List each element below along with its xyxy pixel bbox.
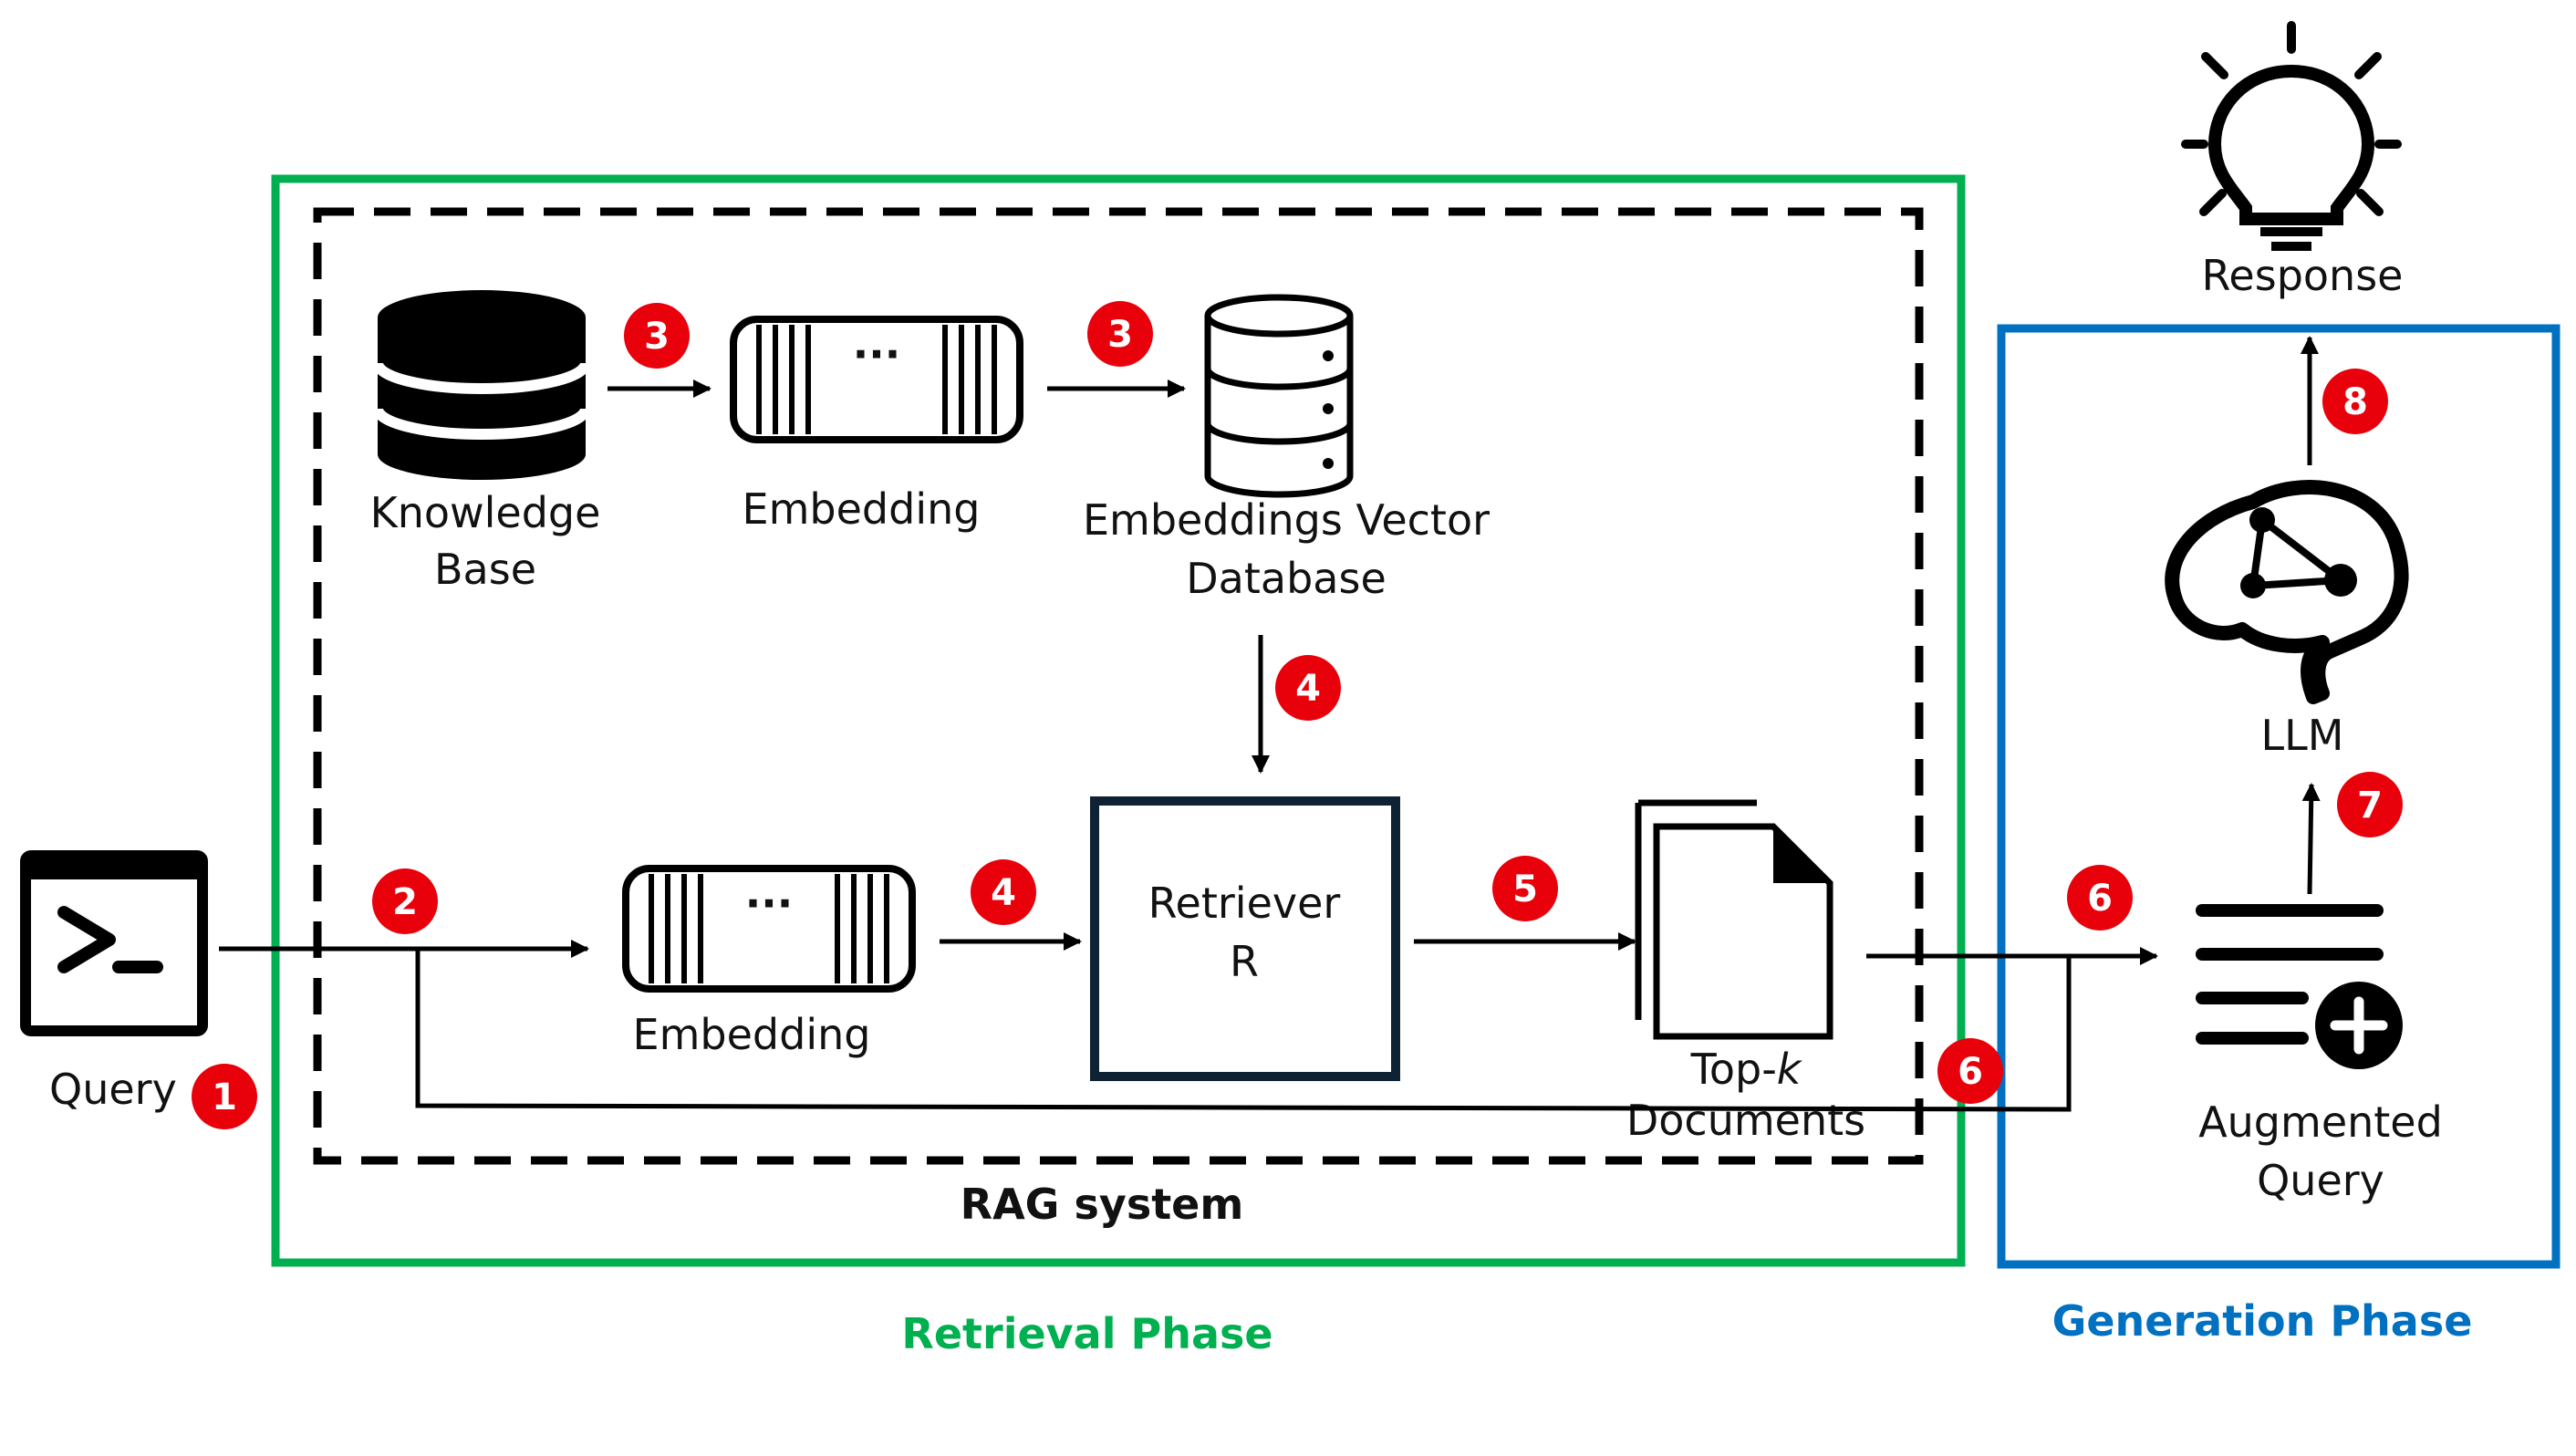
svg-text:1: 1 xyxy=(212,1076,237,1118)
step-badge-2: 2 xyxy=(372,868,438,934)
query-label: Query xyxy=(49,1065,177,1114)
step-badge-1: 1 xyxy=(192,1064,257,1129)
knowledge-base-label-2: Base xyxy=(434,545,536,594)
topk-label-1: Top-k xyxy=(1690,1045,1803,1094)
documents-icon xyxy=(1635,799,1833,1040)
retriever-box xyxy=(1090,796,1400,1081)
topk-prefix: Top- xyxy=(1690,1045,1777,1094)
vector-db-label-2: Database xyxy=(1186,554,1387,603)
response-label: Response xyxy=(2202,251,2404,300)
embedding-icon xyxy=(622,865,916,993)
database-icon xyxy=(372,290,591,480)
query-bypass-line xyxy=(415,949,2072,1112)
augmented-label-2: Query xyxy=(2257,1156,2384,1205)
step-badge-4a: 4 xyxy=(1275,655,1341,721)
svg-text:4: 4 xyxy=(991,872,1016,914)
step-badge-3b: 3 xyxy=(1087,301,1153,367)
embedding-dots-top: ··· xyxy=(853,329,900,379)
svg-text:7: 7 xyxy=(2357,785,2383,827)
step-badge-8: 8 xyxy=(2322,369,2388,434)
embedding-top-label: Embedding xyxy=(743,484,981,534)
step-badge-3a: 3 xyxy=(624,303,690,369)
svg-text:2: 2 xyxy=(392,881,418,923)
brain-icon xyxy=(2165,480,2409,704)
arrow-augmented-to-llm xyxy=(2301,783,2321,895)
augmented-label-1: Augmented xyxy=(2198,1097,2443,1147)
rag-system-frame xyxy=(313,207,1924,1165)
llm-label: LLM xyxy=(2261,711,2344,760)
augmented-query-icon xyxy=(2196,904,2403,1069)
svg-text:6: 6 xyxy=(2087,878,2113,920)
retriever-label-2: R xyxy=(1230,937,1259,986)
svg-text:8: 8 xyxy=(2342,381,2368,423)
embedding-dots-bottom: ··· xyxy=(745,879,793,928)
knowledge-base-label-1: Knowledge xyxy=(370,488,601,537)
retrieval-phase-label: Retrieval Phase xyxy=(901,1309,1272,1358)
svg-text:6: 6 xyxy=(1958,1051,1983,1093)
vector-database-icon xyxy=(1204,294,1354,498)
svg-text:3: 3 xyxy=(1107,314,1133,356)
svg-text:5: 5 xyxy=(1512,868,1538,910)
generation-phase-frame xyxy=(1997,324,2560,1269)
retrieval-phase-frame xyxy=(271,174,1966,1267)
embedding-icon xyxy=(730,316,1023,443)
svg-text:4: 4 xyxy=(1295,668,1321,710)
terminal-icon xyxy=(20,850,208,1036)
generation-phase-label: Generation Phase xyxy=(2052,1296,2473,1346)
lightbulb-icon xyxy=(2181,21,2402,251)
topk-label-2: Documents xyxy=(1626,1096,1865,1145)
step-badge-7: 7 xyxy=(2337,772,2403,837)
rag-system-label: RAG system xyxy=(961,1180,1244,1229)
svg-text:3: 3 xyxy=(644,316,670,358)
retriever-label-1: Retriever xyxy=(1148,879,1341,928)
step-badge-5: 5 xyxy=(1492,856,1558,921)
step-badge-6a: 6 xyxy=(2067,865,2133,931)
step-badge-4b: 4 xyxy=(971,859,1036,925)
embedding-bottom-label: Embedding xyxy=(633,1010,871,1059)
topk-k: k xyxy=(1777,1045,1803,1094)
step-badge-6b: 6 xyxy=(1937,1038,2003,1104)
vector-db-label-1: Embeddings Vector xyxy=(1083,495,1490,545)
